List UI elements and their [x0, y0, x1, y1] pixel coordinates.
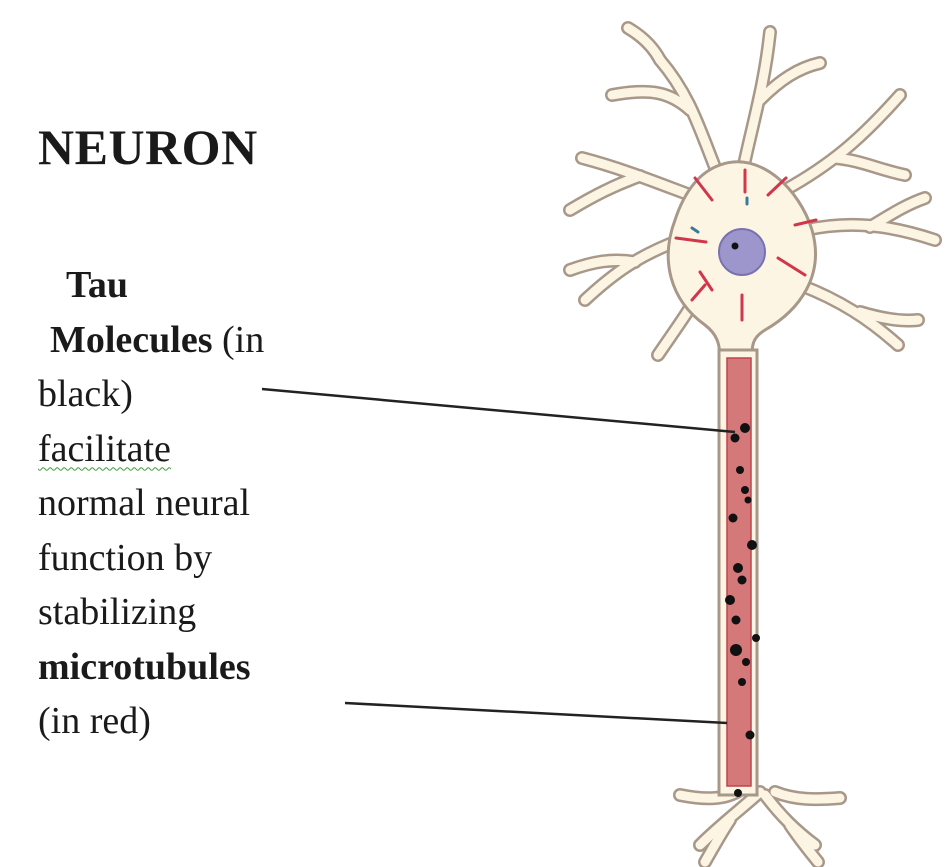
- tau-molecule: [752, 634, 760, 642]
- tau-molecule: [731, 434, 740, 443]
- tau-molecule: [742, 658, 750, 666]
- tau-molecule: [747, 540, 757, 550]
- tau-molecule: [729, 514, 738, 523]
- tau-molecule: [730, 644, 742, 656]
- tau-molecule: [725, 595, 735, 605]
- tau-pointer-line: [262, 389, 735, 432]
- microtubule-pointer-line: [345, 703, 727, 723]
- tau-molecule: [738, 576, 747, 585]
- tau-molecule: [738, 678, 746, 686]
- tau-molecule: [734, 789, 742, 797]
- tau-molecule: [741, 486, 749, 494]
- tau-molecule: [745, 497, 752, 504]
- nucleus: [719, 229, 765, 275]
- tau-molecule: [736, 466, 744, 474]
- tau-molecule: [733, 563, 743, 573]
- tau-molecule: [732, 616, 741, 625]
- tau-molecule: [740, 423, 750, 433]
- nucleolus: [732, 243, 739, 250]
- tau-molecule: [746, 731, 755, 740]
